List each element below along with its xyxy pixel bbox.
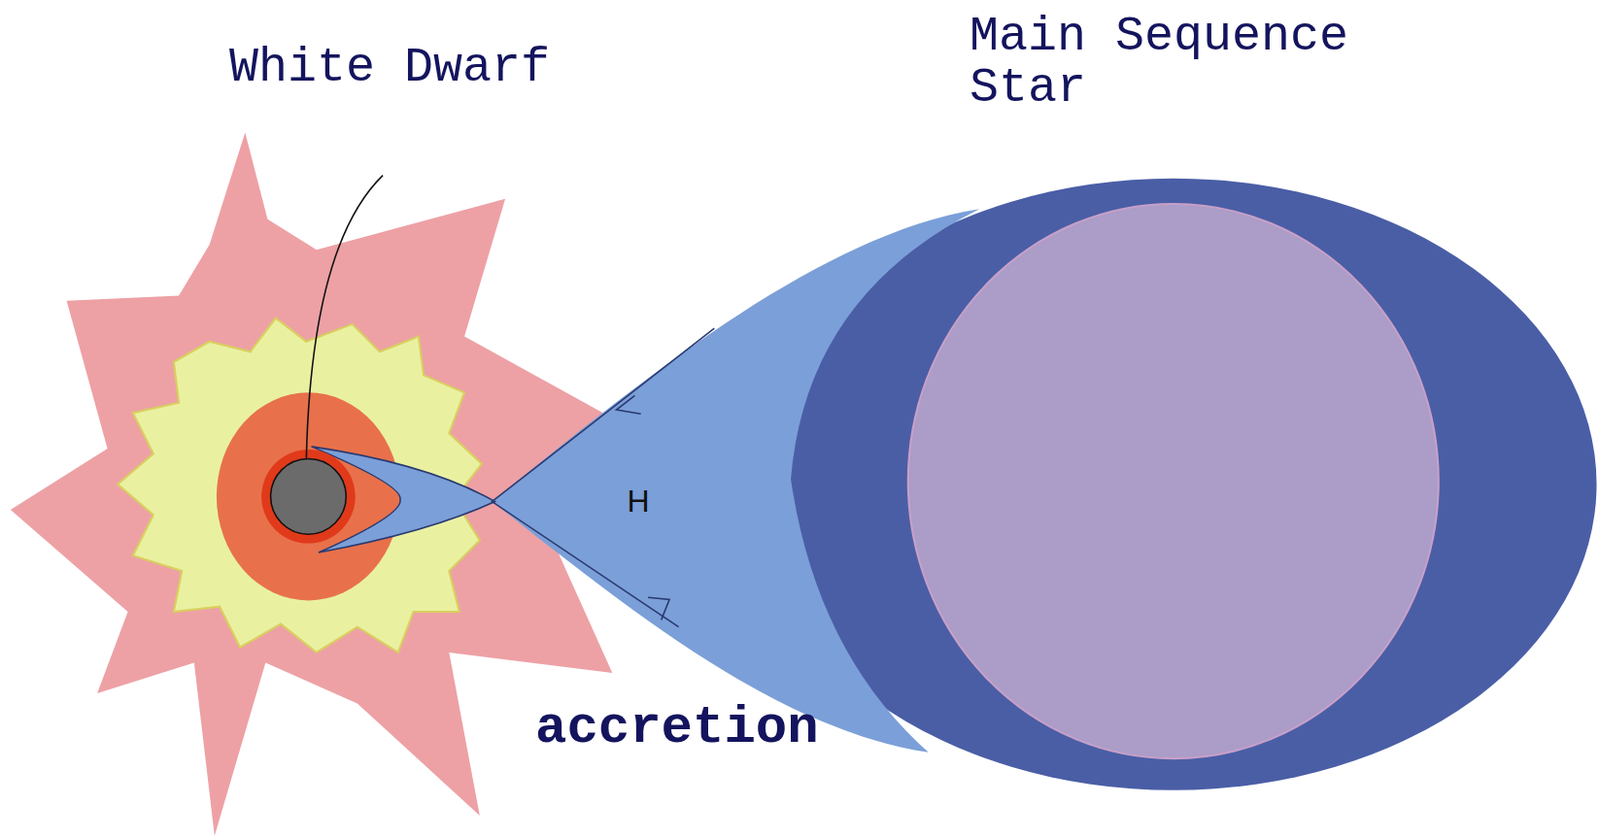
star-title: Main Sequence Star: [969, 11, 1378, 114]
node-text: H: [626, 485, 649, 519]
wd-ring: [261, 449, 356, 545]
element-symbol: H: [626, 485, 649, 519]
flow-arrow: [647, 597, 670, 620]
pointer-line: [306, 175, 383, 460]
node-text: Main Sequence Star: [969, 11, 1378, 114]
star-core: [908, 204, 1439, 759]
white-dwarf-core: [271, 458, 347, 535]
node-text: White Dwarf: [229, 42, 550, 95]
process-label: accretion: [535, 699, 819, 757]
accretion-stream: [491, 208, 980, 753]
flow-arrow: [616, 395, 642, 414]
star-title: White Dwarf: [229, 42, 550, 95]
stream-line: [491, 328, 715, 628]
